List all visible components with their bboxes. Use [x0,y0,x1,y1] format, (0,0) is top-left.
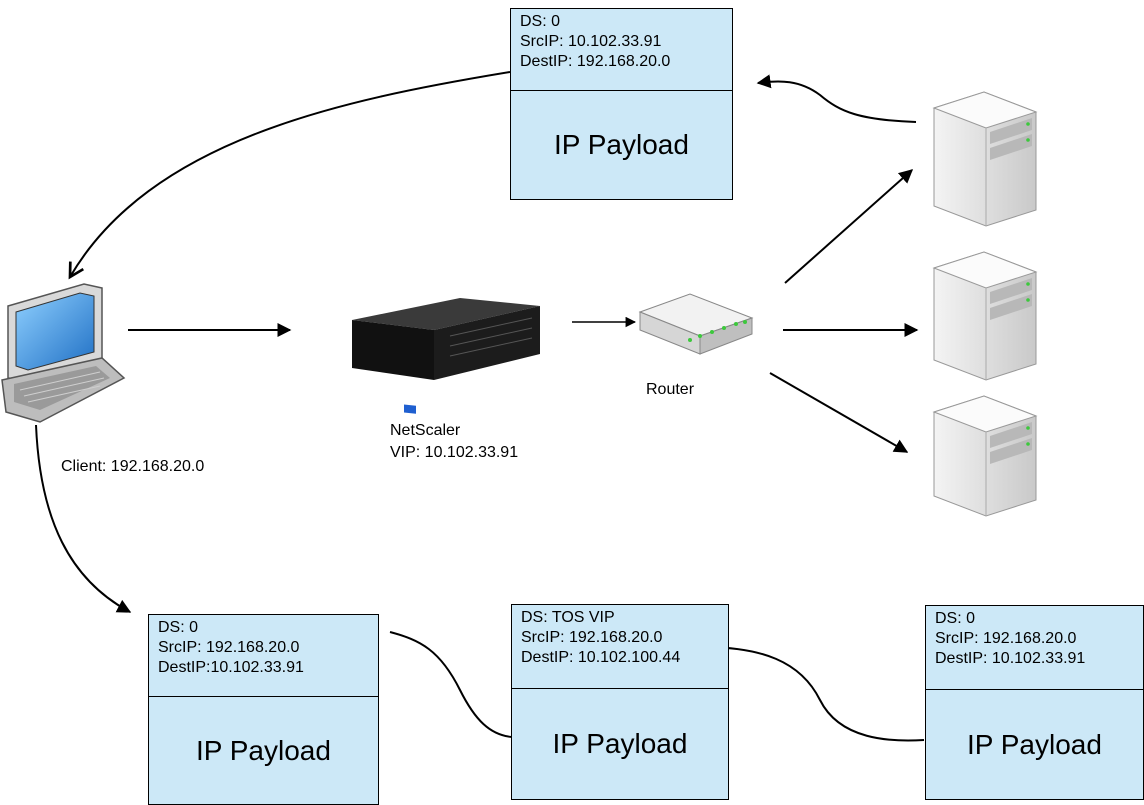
packet-response: DS: 0 SrcIP: 10.102.33.91 DestIP: 192.16… [510,8,733,200]
router-to-server-top-arrow [784,169,914,284]
client-to-packet-arrow [35,424,132,613]
packet-payload: IP Payload [552,728,688,759]
connectors [35,71,925,742]
packet-ds: DS: 0 [158,619,199,636]
packet-dest-ip: DestIP: 10.102.33.91 [935,650,1086,667]
packet-client-request: DS: 0 SrcIP: 192.168.20.0 DestIP:10.102.… [148,614,379,805]
server-icon-middle [932,251,1038,381]
return-arrow-to-packet [756,74,917,123]
packet-dest-ip: DestIP: 192.168.20.0 [520,53,671,70]
packet-ds: DS: 0 [935,610,976,627]
packet-link-1 [389,631,513,738]
packet-payload: IP Payload [196,734,331,766]
netscaler-vip-label: VIP: 10.102.33.91 [390,444,519,461]
laptop-icon [1,283,126,423]
packet-header: DS: 0 SrcIP: 10.102.33.91 DestIP: 192.16… [511,9,732,91]
return-arrow-to-client [68,71,511,280]
packet-header: DS: TOS VIP SrcIP: 192.168.20.0 DestIP: … [512,605,728,689]
packet-src-ip: SrcIP: 192.168.20.0 [521,629,663,646]
packet-payload: IP Payload [967,728,1102,760]
packet-tos-vip: DS: TOS VIP SrcIP: 192.168.20.0 DestIP: … [511,604,729,800]
router-icon [638,293,754,355]
netscaler-name-label: NetScaler [390,422,461,439]
packet-link-2 [707,646,925,742]
server-icon-bottom [932,395,1038,517]
packet-payload: IP Payload [554,129,689,160]
client-label: Client: 192.168.20.0 [61,458,205,475]
packet-dest-ip: DestIP:10.102.33.91 [158,659,304,676]
packet-src-ip: SrcIP: 10.102.33.91 [520,33,662,50]
router-to-server-bottom-arrow [769,372,909,453]
packet-src-ip: SrcIP: 192.168.20.0 [158,639,300,656]
packet-server-request: DS: 0 SrcIP: 192.168.20.0 DestIP: 10.102… [925,605,1144,800]
packet-src-ip: SrcIP: 192.168.20.0 [935,630,1077,647]
packet-ds: DS: TOS VIP [521,609,615,626]
packet-ds: DS: 0 [520,13,561,30]
server-icon-top [932,91,1038,227]
packet-dest-ip: DestIP: 10.102.100.44 [521,649,681,666]
router-label: Router [646,381,695,398]
packet-header: DS: 0 SrcIP: 192.168.20.0 DestIP: 10.102… [926,606,1143,690]
netscaler-appliance-icon [352,298,540,414]
packet-header: DS: 0 SrcIP: 192.168.20.0 DestIP:10.102.… [149,615,378,697]
